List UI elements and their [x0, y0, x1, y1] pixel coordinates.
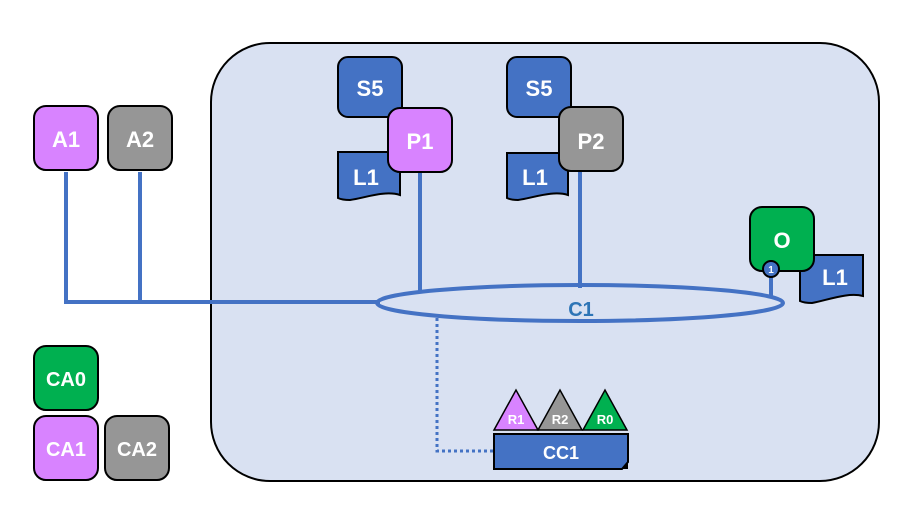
ledger-l1-p1[interactable]: L1 [337, 151, 401, 202]
ledger-l1-o-label: L1 [822, 265, 848, 290]
rule-r0-label: R0 [597, 412, 614, 427]
chaincode-cc1[interactable]: CC1 [493, 433, 629, 470]
node-p1[interactable]: P1 [387, 107, 453, 173]
connection-lines [64, 170, 773, 453]
chaincode-cc1-label: CC1 [543, 443, 579, 463]
node-s5-p1[interactable]: S5 [337, 56, 403, 118]
orderer-port-badge: 1 [762, 260, 780, 278]
ledger-l1-o[interactable]: L1 [799, 254, 864, 305]
node-ca0[interactable]: CA0 [33, 345, 99, 411]
orderer-port-label: 1 [768, 265, 774, 276]
node-o[interactable]: O [749, 206, 815, 272]
node-a1[interactable]: A1 [33, 105, 99, 171]
node-s5-p2[interactable]: S5 [506, 56, 572, 118]
node-a1-label: A1 [52, 127, 80, 152]
rule-r2-label: R2 [552, 412, 569, 427]
node-ca0-label: CA0 [46, 369, 86, 391]
channel-c1-label: C1 [568, 299, 594, 321]
channel-c1[interactable] [375, 283, 785, 323]
ledger-l1-p1-label: L1 [353, 165, 379, 190]
rule-r1-label: R1 [508, 412, 525, 427]
node-ca2[interactable]: CA2 [104, 415, 170, 481]
rule-r0[interactable]: R0 [581, 388, 629, 431]
node-ca1-label: CA1 [46, 439, 86, 461]
node-s5-p2-label: S5 [526, 76, 553, 101]
node-ca1[interactable]: CA1 [33, 415, 99, 481]
node-a2-label: A2 [126, 127, 154, 152]
node-p2[interactable]: P2 [558, 106, 624, 172]
node-s5-p1-label: S5 [357, 76, 384, 101]
node-o-label: O [773, 228, 790, 253]
ledger-l1-p2[interactable]: L1 [506, 152, 569, 202]
cc1-dotted-link [435, 318, 494, 453]
rule-r1[interactable]: R1 [492, 388, 540, 431]
node-p1-label: P1 [407, 129, 434, 154]
node-ca2-label: CA2 [117, 439, 157, 461]
ledger-l1-p2-label: L1 [522, 165, 548, 190]
node-p2-label: P2 [578, 129, 605, 154]
rule-r2[interactable]: R2 [536, 388, 584, 431]
node-a2[interactable]: A2 [107, 105, 173, 171]
